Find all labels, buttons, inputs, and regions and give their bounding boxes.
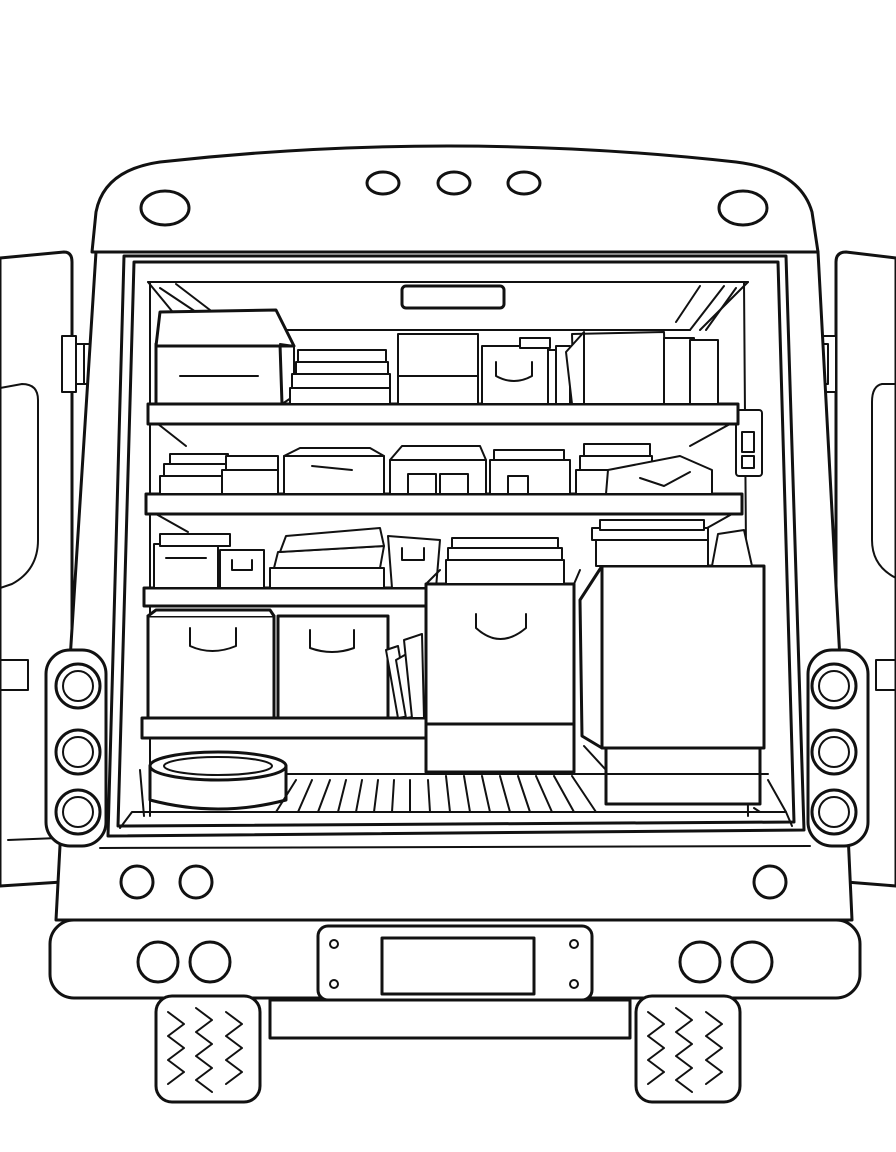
right-tire (634, 994, 742, 1104)
right-tail-lights (806, 648, 870, 848)
undercarriage (268, 998, 632, 1040)
cargo-floor (119, 769, 793, 829)
box-mid-2 (389, 445, 487, 495)
shelf-lower (142, 586, 428, 608)
bin-left (146, 608, 276, 720)
handled-box-top (481, 337, 551, 405)
box-top-right (565, 331, 719, 405)
left-tire (154, 994, 262, 1104)
paper-stack-mid-right (575, 443, 713, 495)
paper-pile-lower (269, 527, 385, 589)
basket-lower (387, 535, 441, 589)
box-mid-1 (283, 447, 385, 495)
cargo-interior (119, 281, 793, 829)
paper-stack-mid-left (159, 453, 279, 495)
tape-roll (148, 750, 288, 811)
control-panel (735, 409, 763, 477)
box-large-top-left (154, 308, 296, 406)
box-big-center (424, 537, 581, 774)
license-plate (316, 924, 594, 1002)
file-box-lower (153, 533, 231, 589)
small-handled-box-lower (219, 549, 265, 589)
box-top-center (397, 333, 479, 405)
left-tail-lights (44, 648, 108, 848)
paper-stack-top (289, 349, 391, 405)
box-mid-3 (489, 449, 571, 495)
binders-lower (385, 633, 425, 719)
box-tall-right (578, 519, 766, 806)
dome-light (400, 284, 506, 310)
bin-center (276, 614, 390, 720)
shelf-bottom (140, 716, 430, 740)
